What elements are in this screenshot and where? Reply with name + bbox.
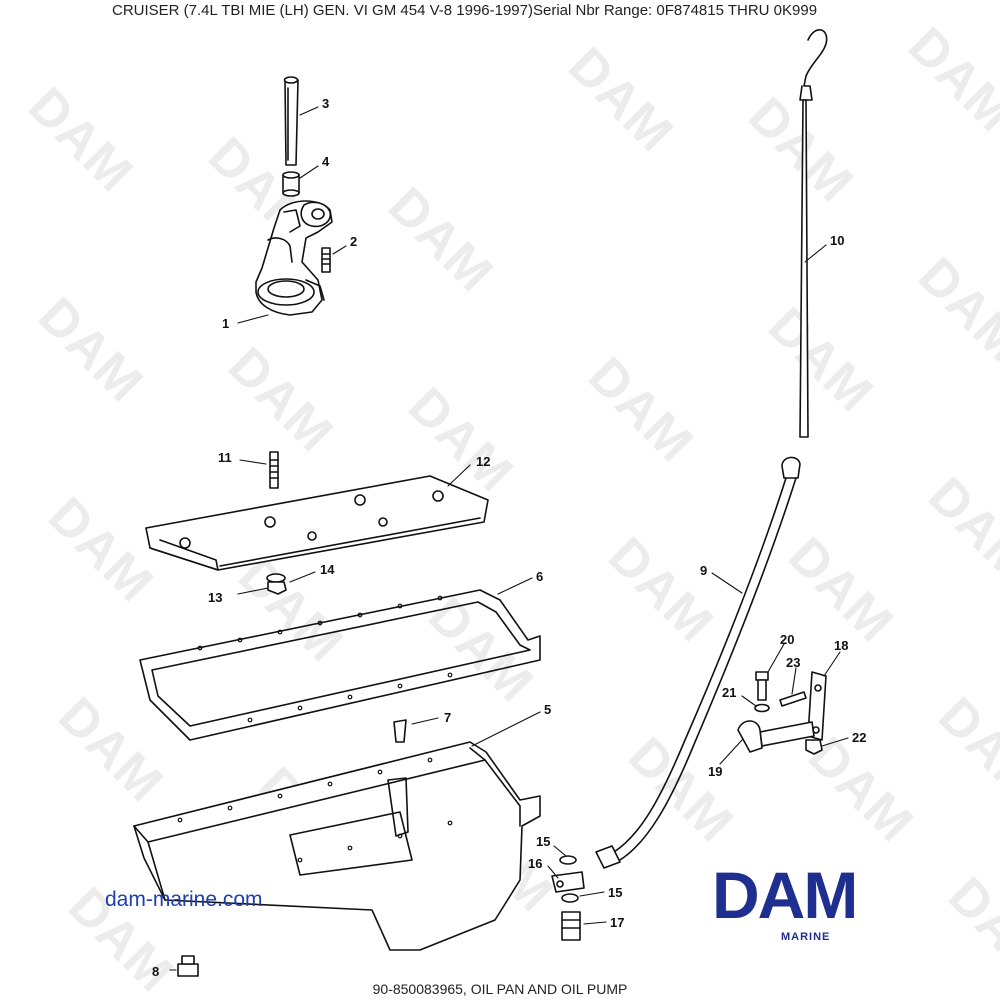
- website-link[interactable]: dam-marine.com: [105, 888, 263, 911]
- callout-5: 5: [544, 702, 551, 717]
- part-13-14-nut-washer: [266, 573, 287, 595]
- callout-12: 12: [476, 454, 490, 469]
- part-23-screw: [779, 691, 807, 707]
- part-10-dipstick: [799, 29, 828, 438]
- callout-6: 6: [536, 569, 543, 584]
- leader-lines: [169, 106, 849, 971]
- part-19-tube-clip: [737, 720, 763, 753]
- part-15-16-17-drain-plug: [551, 855, 585, 941]
- callout-16: 16: [528, 856, 542, 871]
- callout-20: 20: [780, 632, 794, 647]
- callout-8: 8: [152, 964, 159, 979]
- part-8-bolt: [177, 955, 199, 977]
- page-header: CRUISER (7.4L TBI MIE (LH) GEN. VI GM 45…: [0, 2, 1000, 20]
- part-20-bolt: [755, 671, 769, 701]
- part-2-stud: [321, 247, 331, 273]
- part-6-oil-pan-gasket: [139, 589, 541, 741]
- callout-7: 7: [444, 710, 451, 725]
- logo-wordmark: DAM: [712, 858, 858, 932]
- part-7-seal: [393, 719, 407, 743]
- callout-19: 19: [708, 764, 722, 779]
- part-11-stud: [269, 451, 279, 489]
- callout-14: 14: [320, 562, 335, 577]
- logo-subtitle: MARINE: [781, 931, 831, 943]
- callout-3: 3: [322, 96, 329, 111]
- part-18-bracket: [759, 671, 827, 747]
- page-title: CRUISER (7.4L TBI MIE (LH) GEN. VI GM 45…: [112, 2, 818, 19]
- part-22-nut: [805, 739, 823, 755]
- callout-13: 13: [208, 590, 222, 605]
- callout-21: 21: [722, 685, 736, 700]
- callout-1: 1: [222, 316, 229, 331]
- part-3-pump-shaft: [283, 76, 299, 166]
- callout-23: 23: [786, 655, 800, 670]
- part-12-windage-tray: [145, 475, 489, 571]
- callout-11: 11: [218, 450, 232, 465]
- callout-18: 18: [834, 638, 848, 653]
- part-9-dipstick-tube: [595, 456, 801, 869]
- part-5-oil-pan: [133, 741, 541, 951]
- callout-15b: 15: [608, 885, 622, 900]
- part-21-washer: [754, 703, 770, 713]
- callout-4: 4: [322, 154, 330, 169]
- callout-10: 10: [830, 233, 844, 248]
- callout-15a: 15: [536, 834, 550, 849]
- callout-17: 17: [610, 915, 624, 930]
- callout-9: 9: [700, 563, 707, 578]
- part-1-oil-pump: [255, 200, 333, 316]
- callout-22: 22: [852, 730, 866, 745]
- diagram-caption: 90-850083965, OIL PAN AND OIL PUMP: [372, 981, 628, 997]
- callout-labels: 1 2 3 4 5 6 7 8 9 10 11 12 13 14 15 15 1…: [152, 96, 866, 979]
- callout-2: 2: [350, 234, 357, 249]
- part-4-shaft-collar: [282, 171, 300, 197]
